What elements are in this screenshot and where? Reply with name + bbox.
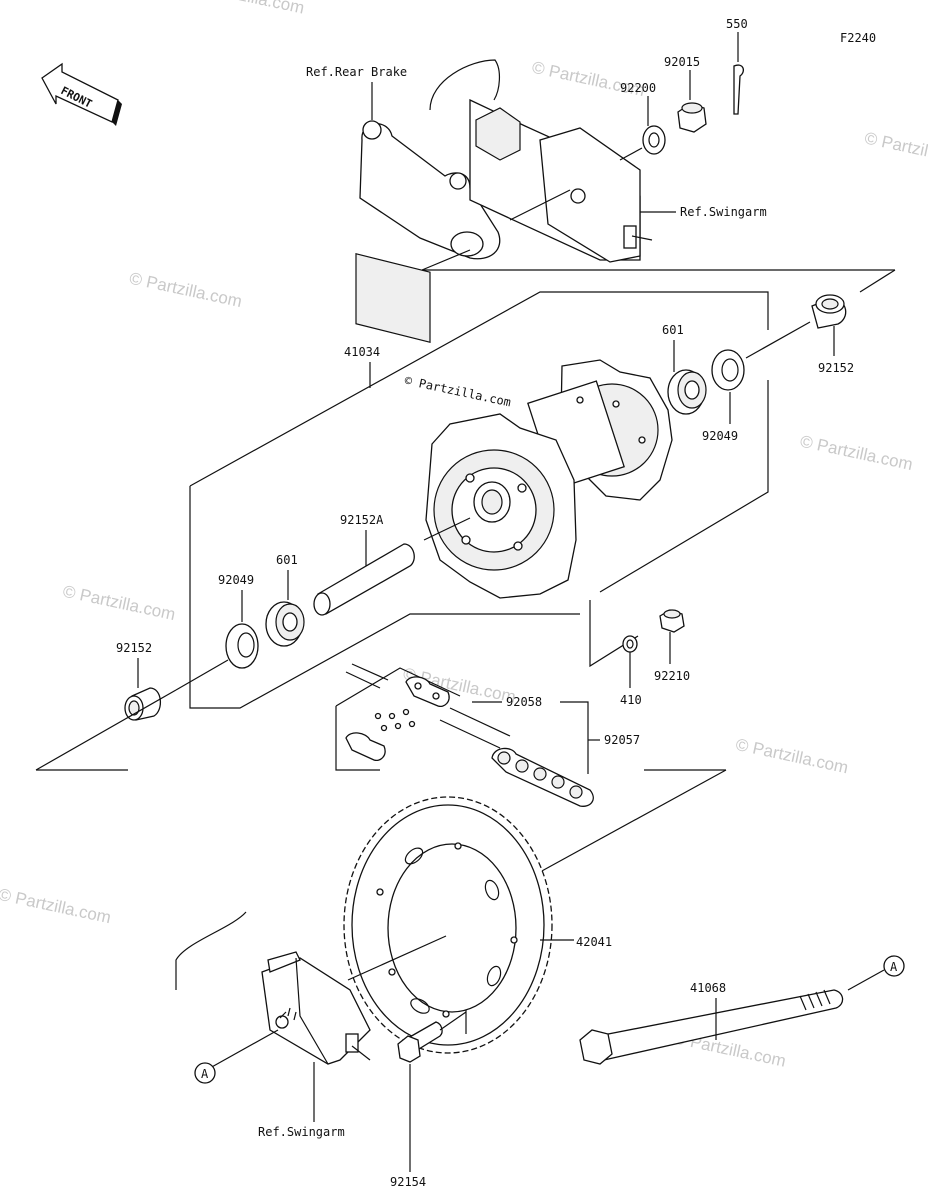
watermark: © Partzilla.com (128, 269, 244, 311)
chain-92057 (491, 747, 594, 807)
frame-line (539, 769, 727, 873)
hub-assembly-frame (189, 486, 580, 709)
swingarm-bottom (175, 911, 371, 1065)
part-label-42041: 42041 (576, 935, 612, 949)
hub-assembly-frame (189, 291, 769, 487)
ref-rear-brake-label: Ref.Rear Brake (306, 65, 407, 79)
leader (209, 1029, 279, 1069)
part-label-92015: 92015 (664, 55, 700, 69)
sprocket-42041 (343, 796, 553, 1054)
chain-line (439, 719, 501, 749)
seal-92049-left (225, 623, 259, 669)
part-label-550: 550 (726, 17, 748, 31)
seal-92049-right (711, 349, 745, 391)
rear-hub (425, 359, 673, 599)
part-label-92152-left: 92152 (116, 641, 152, 655)
axle-line (175, 659, 229, 691)
rear-brake-assembly (355, 120, 501, 343)
axle-41068 (579, 989, 844, 1065)
bearing-601-left (265, 601, 305, 647)
chain-line (351, 663, 389, 681)
ref-swingarm-label-bottom: Ref.Swingarm (258, 1125, 345, 1139)
frame-line (859, 269, 896, 293)
chain-frame (335, 667, 461, 707)
part-label-41034: 41034 (344, 345, 380, 359)
callout-marker-a: A (201, 1067, 209, 1081)
swingarm-top (429, 59, 653, 263)
frame-line (421, 249, 471, 271)
part-label-92058: 92058 (506, 695, 542, 709)
watermark: © Partzilla.com (190, 0, 306, 18)
frame-line (589, 600, 639, 668)
callout-a-bottom (194, 1062, 216, 1084)
chain-frame (335, 706, 380, 771)
nut-92015 (677, 102, 707, 133)
front-arrow-icon: FRONT (41, 62, 122, 126)
part-label-92152A: 92152A (340, 513, 384, 527)
spacer-92152A (313, 543, 415, 616)
collar-92152-left (124, 687, 161, 721)
hub-assembly-frame (599, 380, 769, 593)
bearing-601-right (667, 369, 707, 415)
axle-line (423, 517, 471, 541)
leader (509, 189, 571, 221)
master-link-92058 (345, 676, 450, 762)
watermark: © Partzilla.com (863, 128, 928, 170)
axle-line (619, 147, 643, 161)
collar-92152-right (811, 294, 847, 329)
watermark: © Partzilla.com (61, 582, 177, 624)
frame-line (35, 689, 177, 771)
ref-swingarm-label-top: Ref.Swingarm (680, 205, 767, 219)
part-label-92200: 92200 (620, 81, 656, 95)
washer-410 (622, 635, 638, 653)
watermark-center: © Partzilla.com (403, 373, 512, 409)
part-label-92210: 92210 (654, 669, 690, 683)
part-label-601-right: 601 (662, 323, 684, 337)
part-label-92049-left: 92049 (218, 573, 254, 587)
callout-a-top (883, 955, 905, 977)
part-label-601-left: 601 (276, 553, 298, 567)
watermark: © Partzilla.com (798, 432, 914, 474)
axle-line (347, 935, 447, 981)
callout-marker-a: A (890, 960, 898, 974)
part-label-92154: 92154 (390, 1175, 426, 1189)
watermark: © Partzilla.com (0, 885, 113, 927)
leader (847, 969, 885, 991)
diagram-code: F2240 (840, 31, 876, 45)
chain-line (449, 707, 511, 737)
nut-92210 (659, 609, 685, 633)
chain-line (345, 671, 381, 689)
leader (560, 701, 589, 774)
part-label-410: 410 (620, 693, 642, 707)
axle-line (745, 321, 811, 359)
part-label-92049-right: 92049 (702, 429, 738, 443)
part-label-92057: 92057 (604, 733, 640, 747)
washer-92200 (642, 125, 666, 155)
cotter-pin-550 (733, 64, 745, 115)
part-label-41068: 41068 (690, 981, 726, 995)
axle-line (439, 1011, 467, 1031)
watermark: © Partzilla.com (734, 735, 850, 777)
part-label-92152-right: 92152 (818, 361, 854, 375)
